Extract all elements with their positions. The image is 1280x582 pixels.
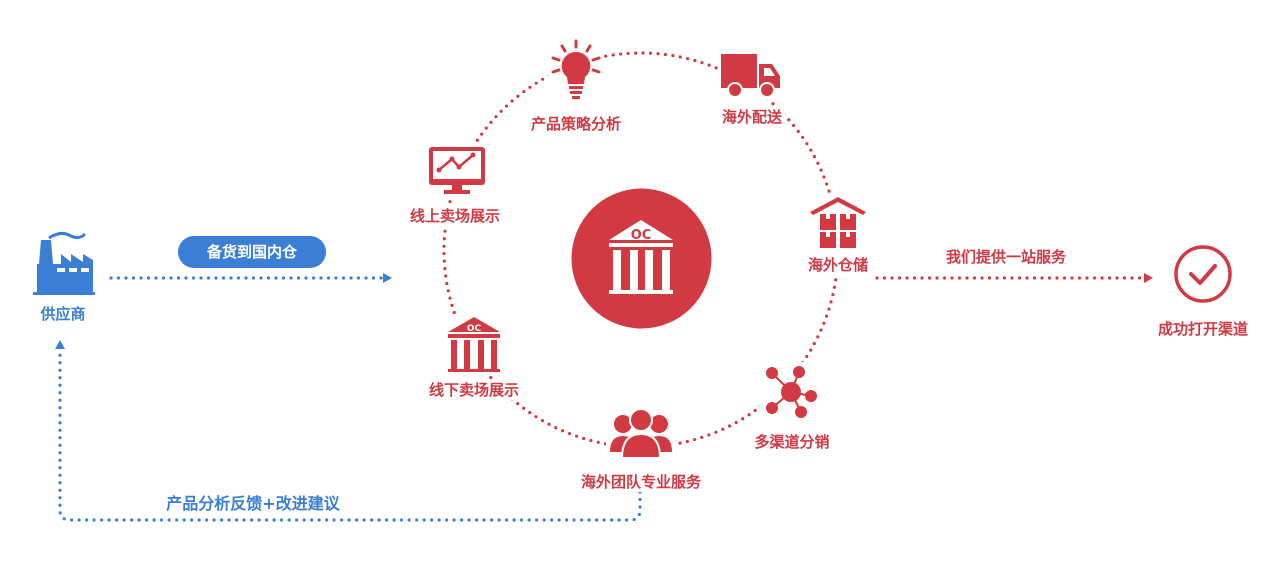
team-icon (606, 406, 676, 462)
factory-icon (31, 230, 97, 296)
svg-text:OC: OC (631, 228, 652, 243)
lightbulb-icon (548, 38, 604, 100)
offline-label: 线下卖场展示 (425, 379, 523, 400)
strategy-label: 产品策略分析 (527, 113, 625, 134)
one-stop-label: 我们提供一站服务 (942, 246, 1070, 267)
team-label: 海外团队专业服务 (577, 471, 705, 492)
warehouse-label: 海外仓储 (804, 254, 872, 275)
delivery-label: 海外配送 (718, 106, 786, 127)
network-icon (760, 362, 822, 422)
check-circle-icon (1174, 245, 1232, 303)
distribution-label: 多渠道分销 (751, 431, 833, 452)
feedback-arrow-head (55, 340, 65, 349)
stock-arrow-head (383, 273, 392, 283)
bank-building-icon: OC (444, 314, 504, 374)
monitor-chart-icon (426, 145, 488, 197)
feedback-label: 产品分析反馈+改进建议 (163, 490, 343, 514)
warehouse-icon (808, 194, 868, 252)
feedback-line (58, 348, 642, 522)
svg-text:OC: OC (467, 324, 482, 334)
online-label: 线上卖场展示 (406, 205, 504, 226)
one-stop-arrow-head (1144, 273, 1153, 283)
truck-icon (718, 52, 782, 100)
supplier-label: 供应商 (37, 303, 89, 324)
success-label: 成功打开渠道 (1154, 318, 1252, 339)
center-logo: OC (571, 188, 712, 329)
stock-pill: 备货到国内仓 (178, 236, 326, 268)
